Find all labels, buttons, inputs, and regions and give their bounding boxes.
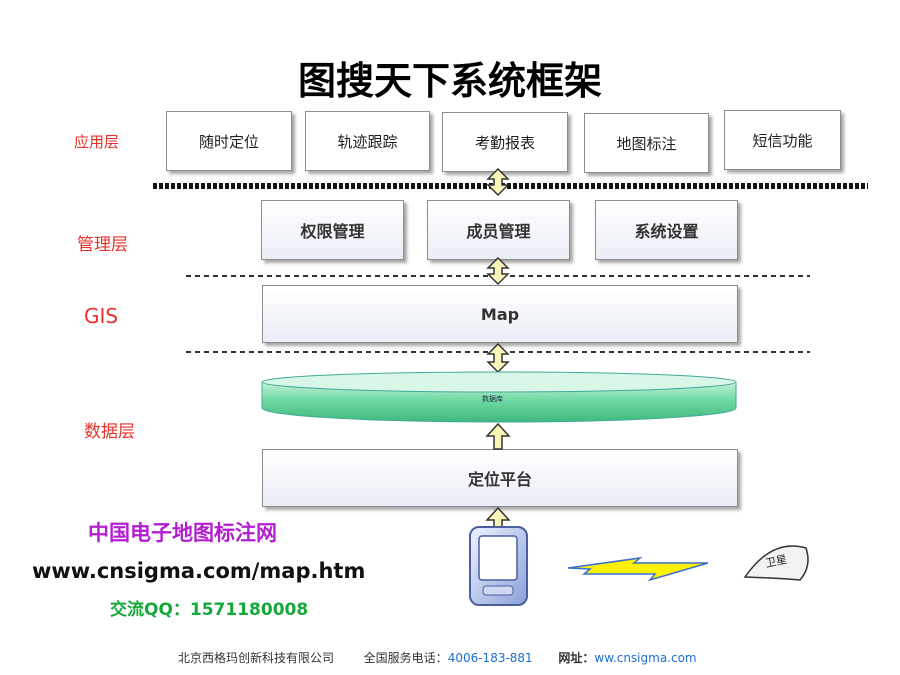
footer: 北京西格玛创新科技有限公司 全国服务电话：4006-183-881 网址：ww.…	[178, 649, 697, 666]
up-arrow-icon	[485, 422, 511, 450]
layer-label-gis: GIS	[84, 304, 119, 328]
mgmt-box-settings: 系统设置	[595, 200, 738, 260]
app-box-map-annotate: 地图标注	[584, 113, 709, 173]
promo-url: www.cnsigma.com/map.htm	[32, 559, 366, 583]
mgmt-box-permissions: 权限管理	[261, 200, 404, 260]
layer-label-management: 管理层	[77, 235, 128, 255]
app-box-sms: 短信功能	[724, 110, 841, 170]
database-cylinder	[261, 371, 737, 423]
gis-map-box: Map	[262, 285, 738, 343]
app-box-track: 轨迹跟踪	[305, 111, 430, 171]
double-arrow-icon	[486, 256, 510, 286]
footer-site-link[interactable]: ww.cnsigma.com	[594, 651, 697, 665]
page-title: 图搜天下系统框架	[297, 58, 602, 103]
footer-phone-label: 全国服务电话：	[363, 651, 448, 665]
footer-site-label: 网址：	[558, 651, 595, 665]
lightning-bolt-icon	[567, 556, 709, 582]
promo-qq: 交流QQ：1571180008	[110, 600, 309, 620]
layer-label-app: 应用层	[74, 133, 120, 151]
promo-title: 中国电子地图标注网	[88, 521, 277, 545]
app-box-locate: 随时定位	[166, 111, 292, 171]
satellite-dish-icon	[743, 545, 809, 581]
layer-label-data: 数据层	[84, 422, 135, 442]
footer-company: 北京西格玛创新科技有限公司	[178, 651, 335, 665]
footer-phone: 4006-183-881	[447, 651, 533, 665]
database-label: 数据库	[482, 395, 503, 403]
mgmt-box-members: 成员管理	[427, 200, 570, 260]
app-box-attendance: 考勤报表	[442, 112, 568, 172]
mobile-device-icon	[469, 526, 528, 606]
double-arrow-icon	[486, 342, 510, 374]
double-arrow-icon	[486, 167, 510, 197]
